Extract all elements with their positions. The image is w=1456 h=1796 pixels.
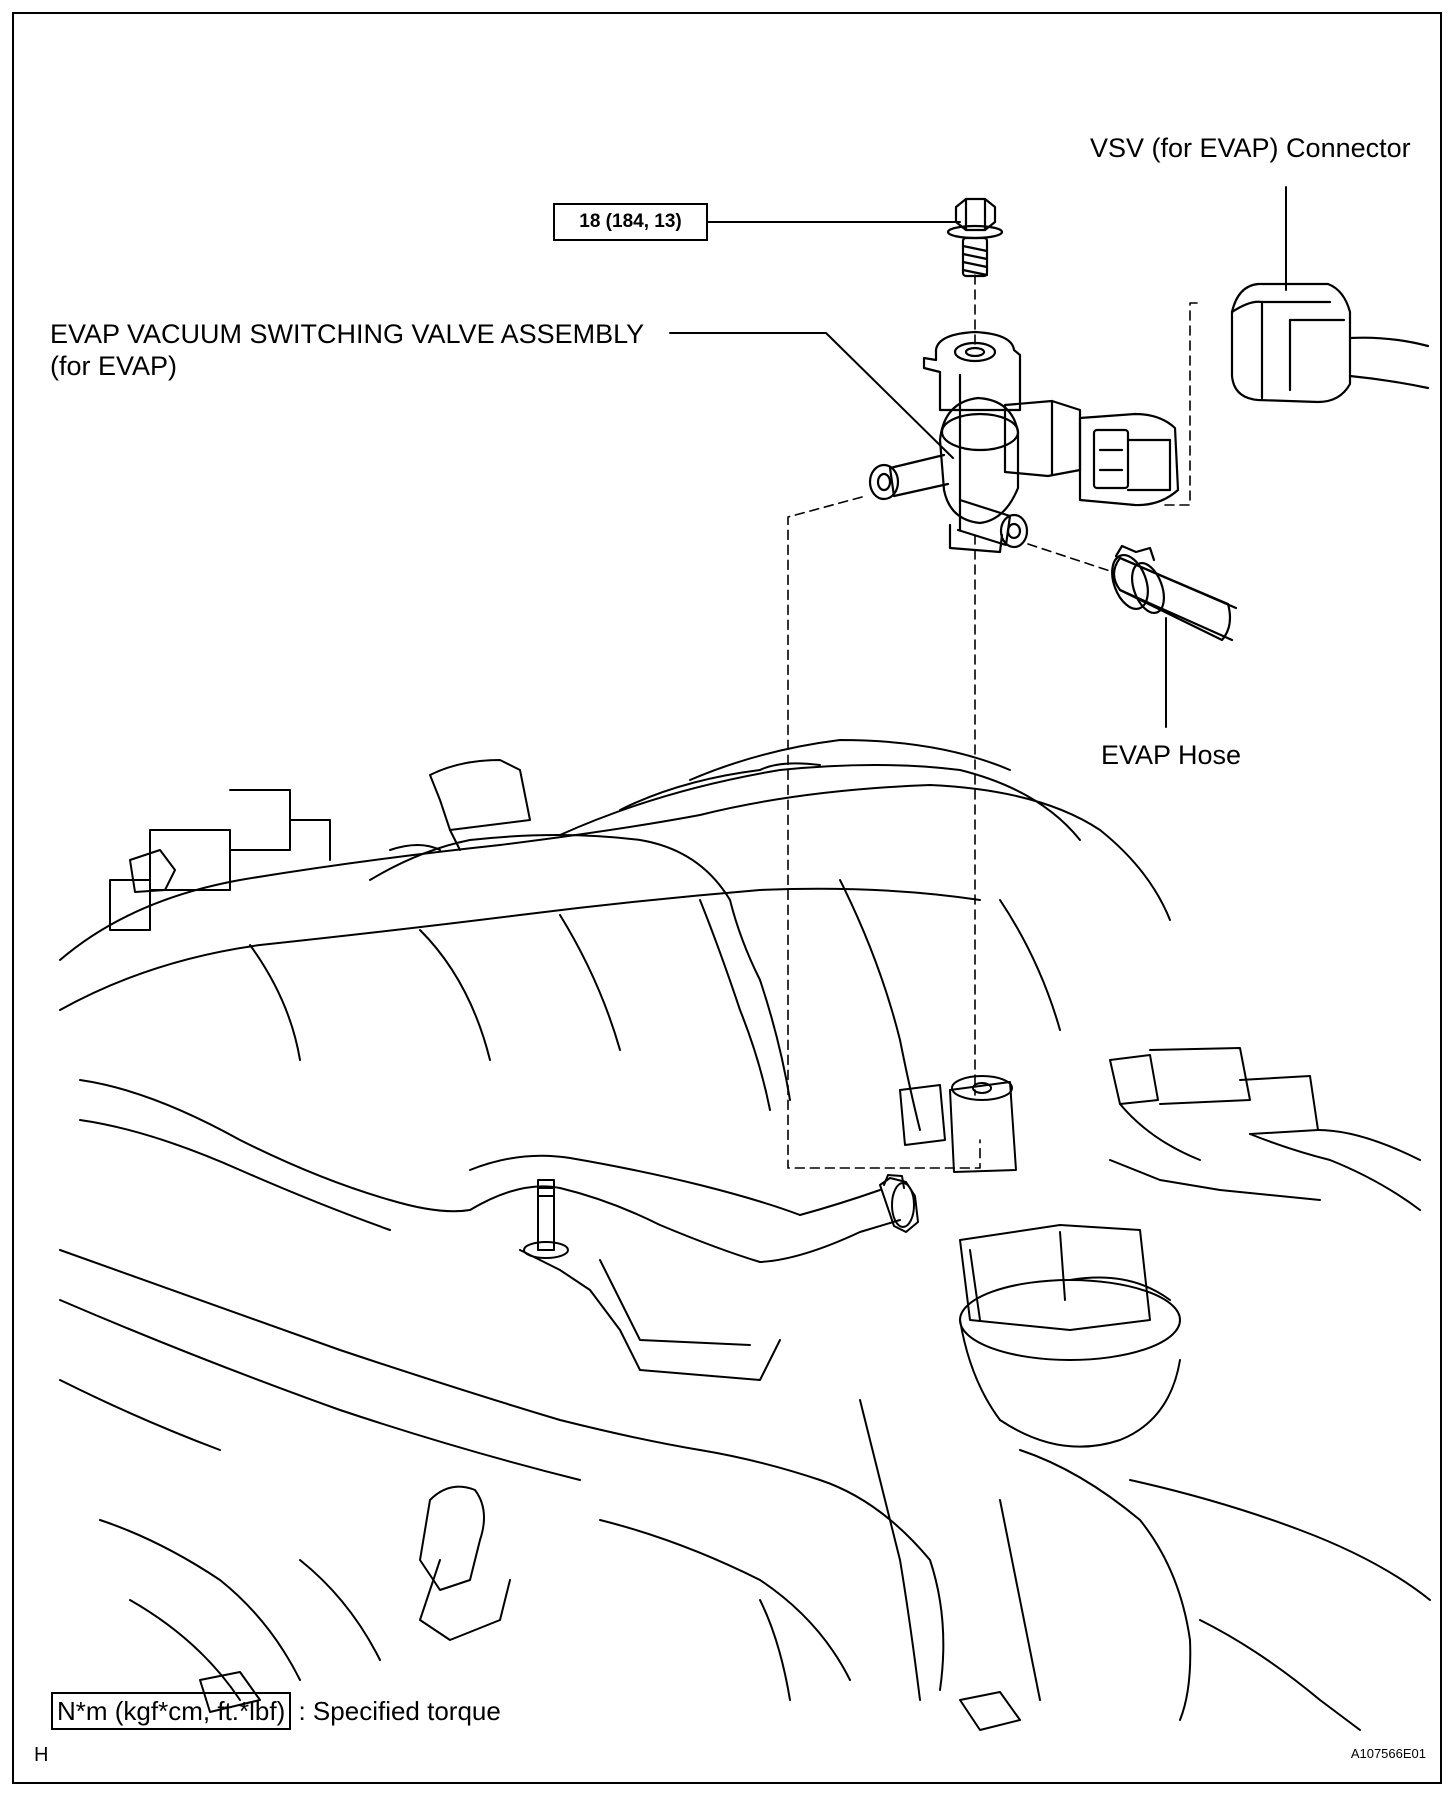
valve-assembly-label-line1: EVAP VACUUM SWITCHING VALVE ASSEMBLY xyxy=(50,319,645,349)
evap-hose-icon xyxy=(1111,544,1238,642)
valve-assembly-label: EVAP VACUUM SWITCHING VALVE ASSEMBLY (fo… xyxy=(50,318,644,382)
torque-callout: 18 (184, 13) xyxy=(553,203,708,241)
torque-unit-box: N*m (kgf*cm, ft.*lbf) xyxy=(51,1692,292,1730)
torque-legend-description: : Specified torque xyxy=(298,1696,501,1726)
figure-frame xyxy=(12,12,1442,1784)
torque-legend: N*m (kgf*cm, ft.*lbf) : Specified torque xyxy=(51,1692,501,1730)
vsv-valve-icon xyxy=(868,330,1180,554)
valve-assembly-label-line2: (for EVAP) xyxy=(50,351,178,381)
assembly-dashed-lines xyxy=(787,274,1198,1169)
vsv-connector-label: VSV (for EVAP) Connector xyxy=(1090,133,1411,163)
evap-hose-label: EVAP Hose xyxy=(1101,740,1242,770)
leader-lines xyxy=(669,186,1287,728)
view-letter: H xyxy=(34,1744,49,1766)
vsv-harness-connector-icon xyxy=(1230,282,1430,404)
intake-manifold-icon xyxy=(59,739,1431,1731)
figure-id: A107566E01 xyxy=(1350,1746,1426,1761)
bolt-icon xyxy=(946,197,1004,278)
